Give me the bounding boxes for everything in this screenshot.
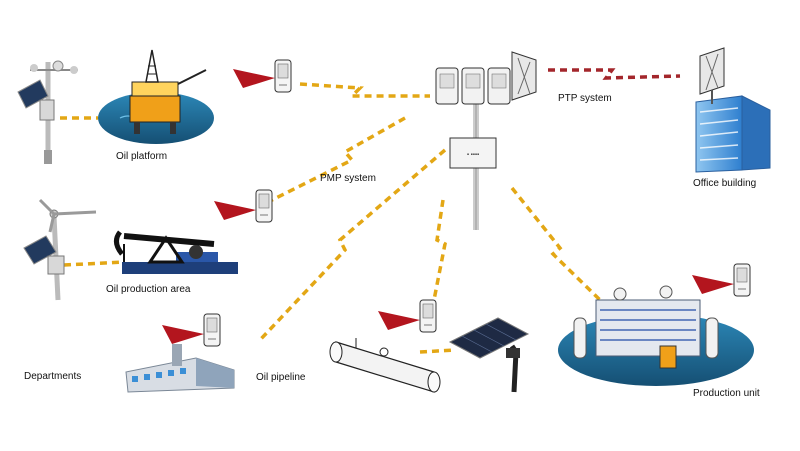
office-building-icon [695,47,771,173]
radio-unit-icon [214,189,273,223]
link-hub-production-area [261,116,406,207]
oil-platform-label: Oil platform [116,151,168,162]
link-pipeline-solar [419,348,456,354]
radio-unit-icon [378,299,437,333]
production-unit-icon [558,285,754,386]
base-station-tower-icon: ▪ ▪▪▪▪ [435,51,537,230]
link-hub-pipeline [432,199,447,301]
radio-unit-icon [233,59,292,93]
wireless-links [60,82,602,354]
wind-turbine-icon [23,198,97,301]
solar-weather-station-icon [17,60,78,164]
radio-unit-icon [162,313,221,347]
production-unit-label: Production unit [693,388,760,399]
pipeline-icon [329,338,441,393]
link-hub-production-unit [510,186,602,302]
solar-panel-icon [448,317,530,393]
link-turbine-pumpjack [63,260,126,267]
oil-pipeline-label: Oil pipeline [256,372,306,383]
pmp-system-label: PMP system [320,173,376,184]
ptp-system-label: PTP system [558,93,612,104]
office-building-label: Office building [693,178,757,189]
factory-icon [125,344,235,393]
link-platform-radio-hub [299,82,430,98]
svg-text:▪ ▪▪▪▪: ▪ ▪▪▪▪ [467,152,479,158]
oil-platform-icon [98,49,214,144]
ptp-link [548,68,681,80]
departments-label: Departments [24,371,82,382]
oil-production-area-label: Oil production area [106,284,191,295]
radio-unit-icon [692,263,751,297]
pumpjack-icon [114,230,238,274]
